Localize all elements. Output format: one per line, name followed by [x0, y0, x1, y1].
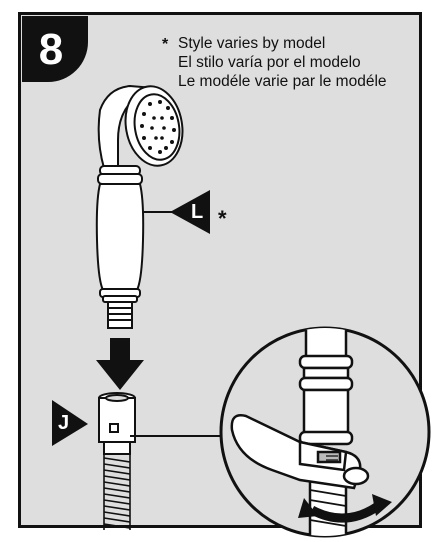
- note-line-es: El stilo varía por el modelo: [178, 54, 361, 71]
- hose-connector: [98, 392, 136, 455]
- note-line-fr: Le modéle varie par le modéle: [178, 73, 387, 90]
- wrench-icon: [230, 414, 370, 490]
- step-badge: 8: [22, 16, 88, 82]
- model-note: * Style varies by model El stilo varía p…: [162, 34, 422, 91]
- callout-pointer-icon: [52, 400, 88, 446]
- arrow-down-icon: [96, 338, 144, 390]
- note-line-en: Style varies by model: [178, 35, 326, 52]
- callout-pointer-icon: [142, 190, 210, 234]
- spray-nozzles: [140, 100, 176, 154]
- zoom-detail: [219, 326, 431, 538]
- callout-l-label: L: [191, 201, 204, 223]
- hand-shower: [95, 84, 184, 329]
- flexible-hose: [103, 454, 131, 530]
- rotation-arrow-icon: [298, 494, 392, 523]
- callout-l-marker: *: [218, 206, 227, 231]
- note-marker: *: [162, 36, 169, 53]
- callout-j-label: J: [58, 412, 70, 434]
- step-number: 8: [38, 25, 64, 74]
